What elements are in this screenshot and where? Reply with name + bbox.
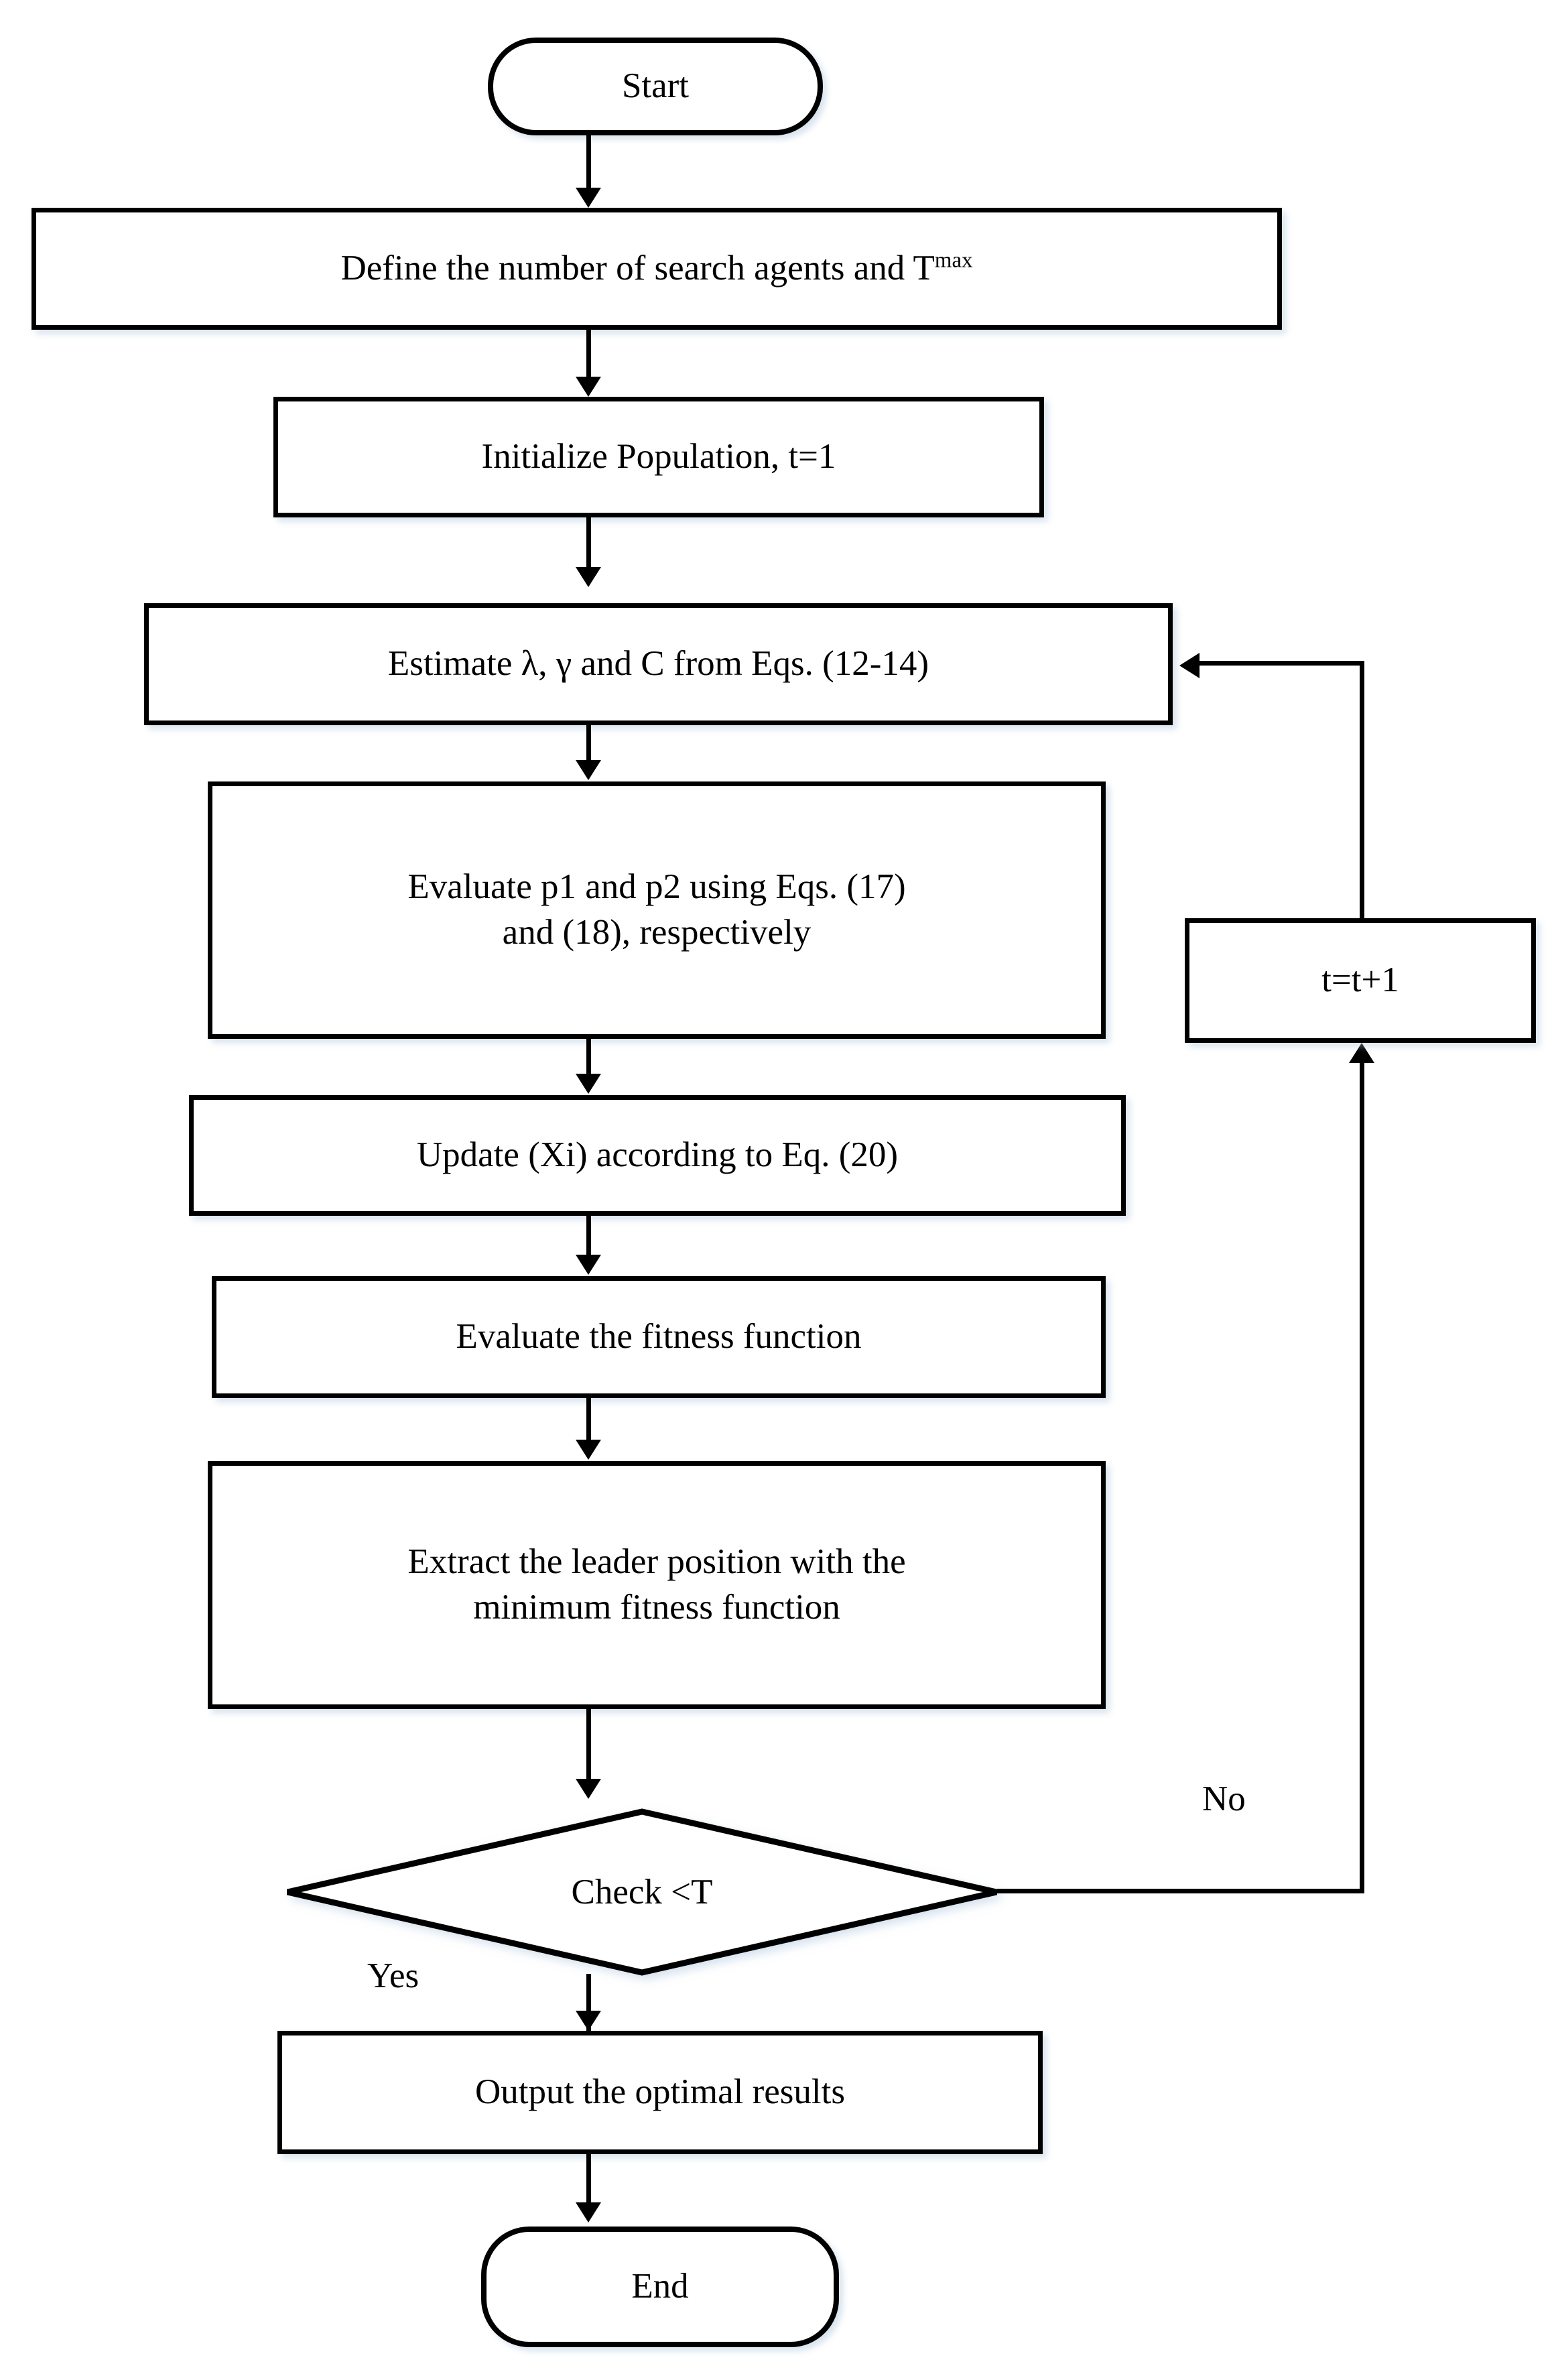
node-evaluate-probabilities[interactable]: Evaluate p1 and p2 using Eqs. (17) and (… — [208, 781, 1106, 1039]
connector-check-to-increment-vertical — [1360, 1063, 1364, 1893]
node-end-label: End — [631, 2267, 689, 2306]
connector-start-to-define — [586, 135, 591, 190]
node-output-results-label: Output the optimal results — [474, 2072, 846, 2112]
connector-check-to-increment-horizontal — [997, 1889, 1364, 1893]
node-update-positions[interactable]: Update (Xi) according to Eq. (20) — [189, 1095, 1126, 1216]
connector-update-to-fitness — [586, 1216, 591, 1257]
arrowhead-start-to-define — [576, 188, 601, 208]
node-estimate-parameters[interactable]: Estimate λ, γ and C from Eqs. (12-14) — [144, 603, 1173, 725]
node-increment-iteration[interactable]: t=t+1 — [1185, 918, 1536, 1043]
edge-label-yes: Yes — [367, 1956, 419, 1995]
arrowhead-fitness-to-extract — [576, 1440, 601, 1460]
connector-extract-to-check — [586, 1709, 591, 1781]
node-evaluate-fitness[interactable]: Evaluate the fitness function — [212, 1276, 1106, 1398]
arrowhead-evaluate-to-update — [576, 1074, 601, 1094]
node-define-agents-text: Define the number of search agents and T — [340, 249, 935, 288]
node-extract-leader-line2: minimum fitness function — [473, 1588, 840, 1627]
arrowhead-into-estimate — [1179, 653, 1200, 678]
node-define-agents-label: Define the number of search agents and T… — [328, 246, 984, 292]
node-define-agents-superscript: max — [934, 248, 973, 273]
connector-increment-to-estimate-vertical — [1360, 661, 1364, 922]
connector-evaluate-to-update — [586, 1039, 591, 1076]
node-estimate-parameters-label: Estimate λ, γ and C from Eqs. (12-14) — [387, 644, 929, 684]
node-check-condition[interactable]: Check <T — [284, 1808, 1000, 1976]
node-define-agents[interactable]: Define the number of search agents and T… — [31, 208, 1282, 330]
arrowhead-define-to-initialize — [576, 377, 601, 397]
node-evaluate-fitness-label: Evaluate the fitness function — [456, 1317, 862, 1357]
node-start-label: Start — [621, 66, 690, 106]
node-start[interactable]: Start — [488, 38, 823, 135]
connector-estimate-to-evaluate — [586, 725, 591, 764]
node-extract-leader[interactable]: Extract the leader position with the min… — [208, 1461, 1106, 1709]
connector-output-to-end — [586, 2154, 591, 2208]
node-initialize-population-label: Initialize Population, t=1 — [481, 437, 836, 477]
connector-increment-to-estimate-horizontal — [1200, 661, 1362, 666]
node-evaluate-probabilities-line2: and (18), respectively — [502, 913, 812, 952]
node-end[interactable]: End — [481, 2227, 839, 2347]
arrowhead-extract-to-check — [576, 1779, 601, 1799]
arrowhead-check-to-output — [576, 2011, 601, 2031]
connector-define-to-initialize — [586, 330, 591, 379]
node-update-positions-label: Update (Xi) according to Eq. (20) — [416, 1135, 899, 1175]
node-extract-leader-label: Extract the leader position with the min… — [395, 1540, 917, 1631]
arrowhead-output-to-end — [576, 2202, 601, 2222]
arrowhead-estimate-to-evaluate — [576, 760, 601, 780]
connector-initialize-to-estimate — [586, 517, 591, 570]
node-output-results[interactable]: Output the optimal results — [277, 2031, 1043, 2154]
node-increment-iteration-label: t=t+1 — [1321, 960, 1399, 1000]
arrowhead-into-increment — [1349, 1043, 1374, 1063]
node-evaluate-probabilities-label: Evaluate p1 and p2 using Eqs. (17) and (… — [395, 865, 917, 956]
connector-fitness-to-extract — [586, 1398, 591, 1442]
node-extract-leader-line1: Extract the leader position with the — [407, 1542, 906, 1582]
node-initialize-population[interactable]: Initialize Population, t=1 — [273, 397, 1044, 517]
arrowhead-initialize-to-estimate — [576, 567, 601, 587]
node-evaluate-probabilities-line1: Evaluate p1 and p2 using Eqs. (17) — [407, 867, 906, 907]
edge-label-no: No — [1202, 1779, 1246, 1818]
arrowhead-update-to-fitness — [576, 1255, 601, 1275]
